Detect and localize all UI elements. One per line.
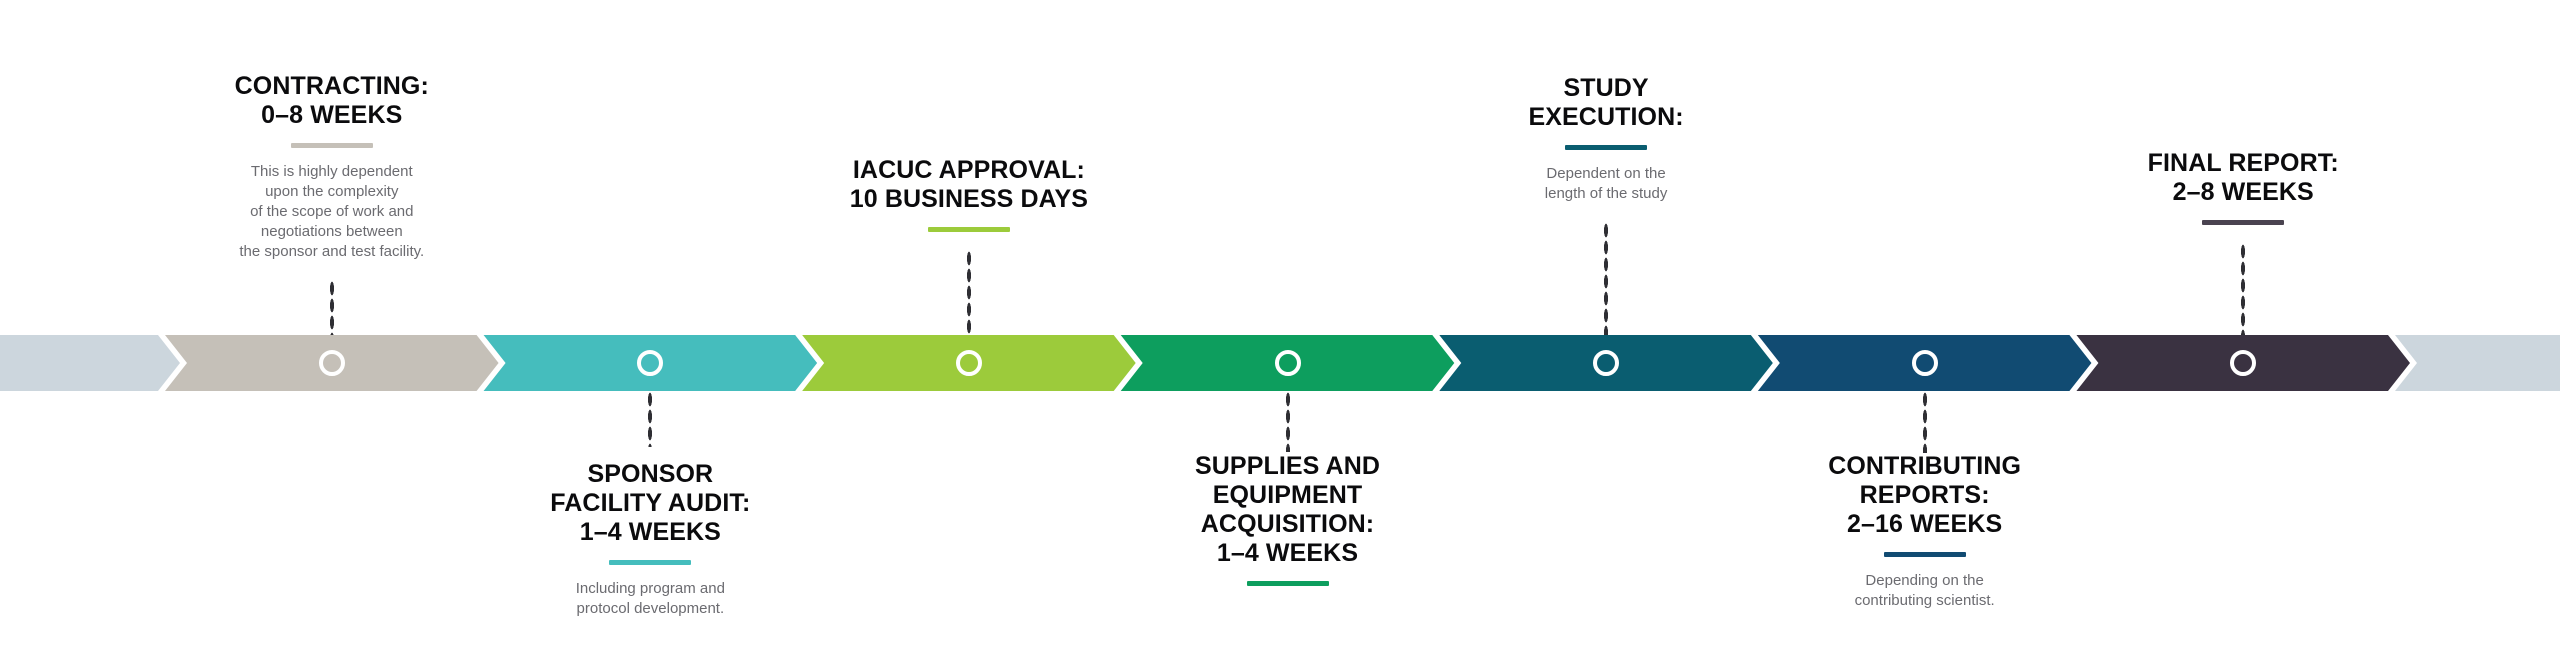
circle-marker-icon-final-report[interactable] (2230, 350, 2257, 376)
stage-title-contracting: CONTRACTING: 0–8 WEEKS (234, 72, 429, 129)
stage-label-iacuc-approval: IACUC APPROVAL: 10 BUSINESS DAYS (799, 156, 1139, 232)
stage-rule-sponsor-facility-audit (609, 560, 692, 565)
stage-label-contracting: CONTRACTING: 0–8 WEEKS This is highly dep… (202, 72, 462, 262)
circle-marker-icon-sponsor-facility-audit[interactable] (637, 350, 664, 376)
stage-label-contributing-reports: CONTRIBUTING REPORTS: 2–16 WEEKS Dependin… (1775, 452, 2075, 611)
stage-description-study-execution: Dependent on the length of the study (1544, 165, 1668, 202)
stage-label-sponsor-facility-audit: SPONSOR FACILITY AUDIT: 1–4 WEEKS Includi… (510, 460, 790, 619)
stage-label-final-report: FINAL REPORT: 2–8 WEEKS (2093, 149, 2393, 225)
stage-title-supplies-and-equipment-acquisition: SUPPLIES AND EQUIPMENT ACQUISITION: 1–4 … (1194, 452, 1381, 567)
connector-line-contracting (329, 280, 335, 335)
circle-marker-icon-contracting[interactable] (318, 350, 345, 376)
connector-line-final-report (2240, 243, 2246, 335)
stage-rule-contracting (290, 143, 373, 148)
stage-description-contracting: This is highly dependent upon the comple… (239, 163, 425, 260)
stage-rule-iacuc-approval (927, 227, 1010, 232)
stage-rule-final-report (2202, 220, 2285, 225)
stage-title-iacuc-approval: IACUC APPROVAL: 10 BUSINESS DAYS (849, 156, 1089, 213)
stage-title-contributing-reports: CONTRIBUTING REPORTS: 2–16 WEEKS (1828, 452, 2022, 538)
stage-rule-contributing-reports (1883, 552, 1966, 557)
connector-line-supplies-and-equipment-acquisition (1285, 391, 1290, 452)
stage-description-contributing-reports: Depending on the contributing scientist. (1854, 572, 1995, 609)
connector-line-contributing-reports (1922, 391, 1928, 453)
connector-line-iacuc-approval (966, 250, 972, 335)
timeline-cap-right (2395, 335, 2560, 391)
stage-title-study-execution: STUDY EXECUTION: (1528, 74, 1684, 131)
stage-rule-supplies-and-equipment-acquisition (1246, 581, 1329, 586)
stage-label-study-execution: STUDY EXECUTION: Dependent on the length … (1471, 74, 1741, 204)
stage-title-final-report: FINAL REPORT: 2–8 WEEKS (2147, 149, 2339, 206)
circle-marker-icon-supplies-and-equipment-acquisition[interactable] (1274, 350, 1301, 376)
stage-description-sponsor-facility-audit: Including program and protocol developme… (575, 580, 725, 617)
connector-line-study-execution (1603, 222, 1609, 335)
circle-marker-icon-contributing-reports[interactable] (1911, 350, 1938, 376)
circle-marker-icon-iacuc-approval[interactable] (955, 350, 982, 376)
circle-marker-icon-study-execution[interactable] (1593, 350, 1620, 376)
connector-line-sponsor-facility-audit (647, 391, 653, 447)
stage-label-supplies-and-equipment-acquisition: SUPPLIES AND EQUIPMENT ACQUISITION: 1–4 … (1143, 452, 1433, 586)
timeline-cap-left (0, 335, 180, 391)
stage-title-sponsor-facility-audit: SPONSOR FACILITY AUDIT: 1–4 WEEKS (550, 460, 751, 546)
stage-rule-study-execution (1565, 145, 1648, 150)
